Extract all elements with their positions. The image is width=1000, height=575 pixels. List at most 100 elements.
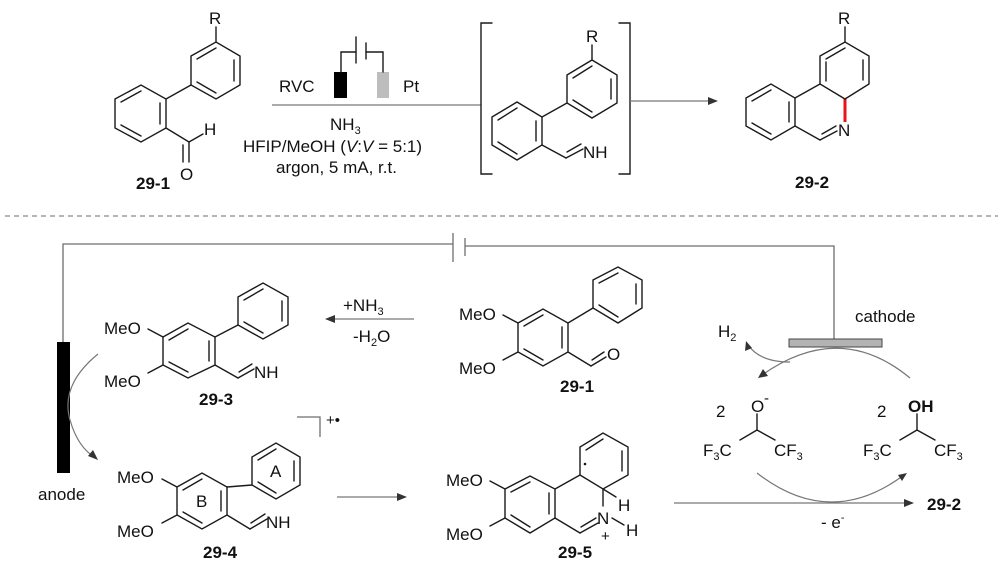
ring-b-label: B [196,492,207,511]
electrode-rvc-label: RVC [279,77,315,96]
ome-bond [502,351,519,361]
molecule-29-3: MeO MeO NH 29-3 [104,282,289,409]
reagent-conditions: argon, 5 mA, r.t. [276,158,397,177]
ome-bond [502,314,519,324]
imine-double [821,125,837,135]
rvc-electrode [334,72,347,98]
coefficient: 2 [716,402,725,421]
ring-a-label: A [270,462,282,481]
ring-upper [566,59,618,119]
proton-transfer-arc [756,472,905,503]
double-bond [182,478,203,491]
meo-label: MeO [104,372,141,391]
double-bond [523,348,544,361]
imine-nh: NH [583,143,608,162]
double-bond [523,314,544,327]
ring-right [819,41,870,100]
molecule-29-5: H N + H MeO MeO 29-5 [446,432,638,562]
step-byproduct-h2o: -H2O [353,327,390,349]
molecule-29-1-top: R H O 29-1 [114,9,241,193]
ome-bond [147,328,164,338]
bond [554,474,581,490]
circuit-wire-right [465,245,835,339]
radical-dot [583,462,587,466]
radical-cation-bracket [297,416,321,437]
aldehyde-o: O [180,165,193,184]
reagent-nh3: NH3 [330,115,361,137]
ome-bond [147,364,164,374]
arrowhead [88,450,98,460]
double-bond [572,65,593,79]
alcohol-oh: OH [908,397,934,416]
molecule-29-1-bottom: MeO MeO O 29-1 [459,266,643,396]
product-n: N [838,121,850,140]
imine-double-1 [565,148,584,159]
double-bond [510,514,531,528]
imine-c-bond [541,144,567,159]
ome-bond [161,514,178,524]
imine-double-2 [566,143,582,153]
cc-bond [739,429,758,441]
ring-dimethoxy [504,475,556,534]
ome-bond [489,480,506,490]
electron-loss-label: - e- [821,512,845,532]
double-bond [497,141,518,155]
bracket-right [618,22,631,175]
arrowhead [745,341,752,351]
h2-release-arrow [747,344,791,363]
meo-label: MeO [446,525,483,544]
biaryl-bond [165,84,192,100]
arrowhead [898,473,907,481]
double-bond [196,81,217,94]
cc-bond [916,429,936,441]
double-bond [598,272,619,284]
arrowhead [325,315,335,323]
biaryl-bond [214,324,239,338]
ring-upper [190,41,241,100]
cf3-group: CF3 [774,441,803,463]
compound-label-29-2: 29-2 [927,495,961,514]
substituent-r: R [209,9,221,28]
mechanism: anode cathode H2 MeO MeO [38,233,963,562]
cc-bond [899,429,918,441]
ring-lower [491,101,543,161]
anode-wire [340,51,357,73]
meo-label: MeO [117,522,154,541]
ring-main [162,322,216,379]
meo-label: MeO [117,468,154,487]
imine-nh: NH [266,513,291,532]
double-bond [598,304,619,318]
double-bond [182,511,203,524]
double-bond [751,89,772,102]
bracket-left [480,22,493,175]
arrowhead [904,499,914,507]
biaryl-bond [541,102,568,118]
ring-left [745,83,796,141]
meo-label: MeO [446,471,483,490]
intermediate-imine: R NH [480,22,631,175]
cho-bond [165,127,190,143]
imine-nh: NH [254,363,279,382]
cathode-wire [365,51,384,73]
bond [794,83,821,99]
double-bond [243,321,264,334]
f3c-group: F3C [703,441,732,463]
meo-label: MeO [459,305,496,324]
reagent-solvent: HFIP/MeOH (V:V = 5:1) [243,137,422,156]
ch-bond [602,488,617,498]
imine-c-bond [214,364,239,379]
double-bond [585,438,604,451]
imine-double-2 [238,363,253,373]
molecule-29-2-top: R N 29-2 [745,9,870,192]
anode-oxidation-arrow [67,353,99,459]
ring-main [517,308,569,367]
arrowhead [708,97,718,105]
cho-bond [567,351,592,367]
biaryl-bond [567,307,594,324]
double-bond [497,107,518,121]
cho-h-bond [188,133,204,143]
ring-phenyl [237,282,289,340]
double-bond [257,481,277,494]
cathode-label: cathode [855,307,916,326]
